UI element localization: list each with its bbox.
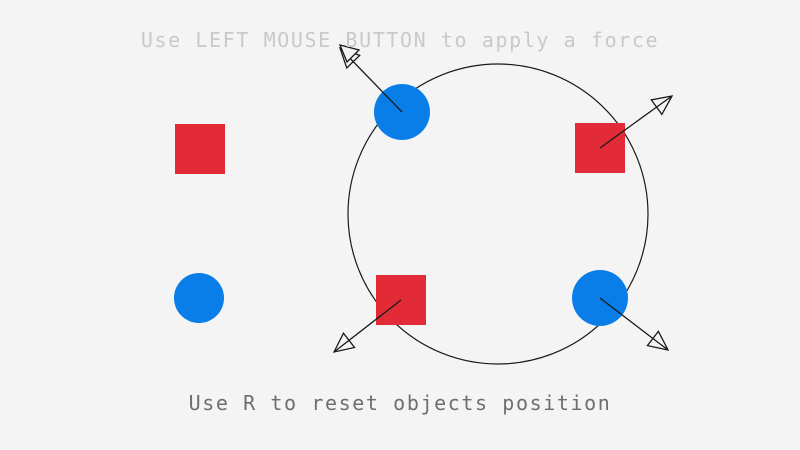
force-vectors-layer [332,44,674,353]
square-top-right-force-line [599,95,673,149]
orbit-path-layer [347,63,649,365]
circle-bottom-right-force-line [599,297,669,351]
physics-objects-layer [174,84,628,326]
mouse-cursor [338,44,361,64]
square-bottom-middle-force-arrowhead [332,332,356,353]
circle-bottom-right-force-arrowhead [646,330,670,351]
circle-bottom-left[interactable] [174,273,224,323]
square-top-right-force-arrowhead [650,95,674,116]
orbit-ring [347,63,649,365]
hint-apply-force: Use LEFT MOUSE BUTTON to apply a force [140,28,660,52]
square-bottom-middle-force-line [333,299,402,353]
cursor-arrow-icon [338,44,361,64]
square-top-left[interactable] [175,124,225,174]
hint-reset-objects: Use R to reset objects position [188,391,612,415]
